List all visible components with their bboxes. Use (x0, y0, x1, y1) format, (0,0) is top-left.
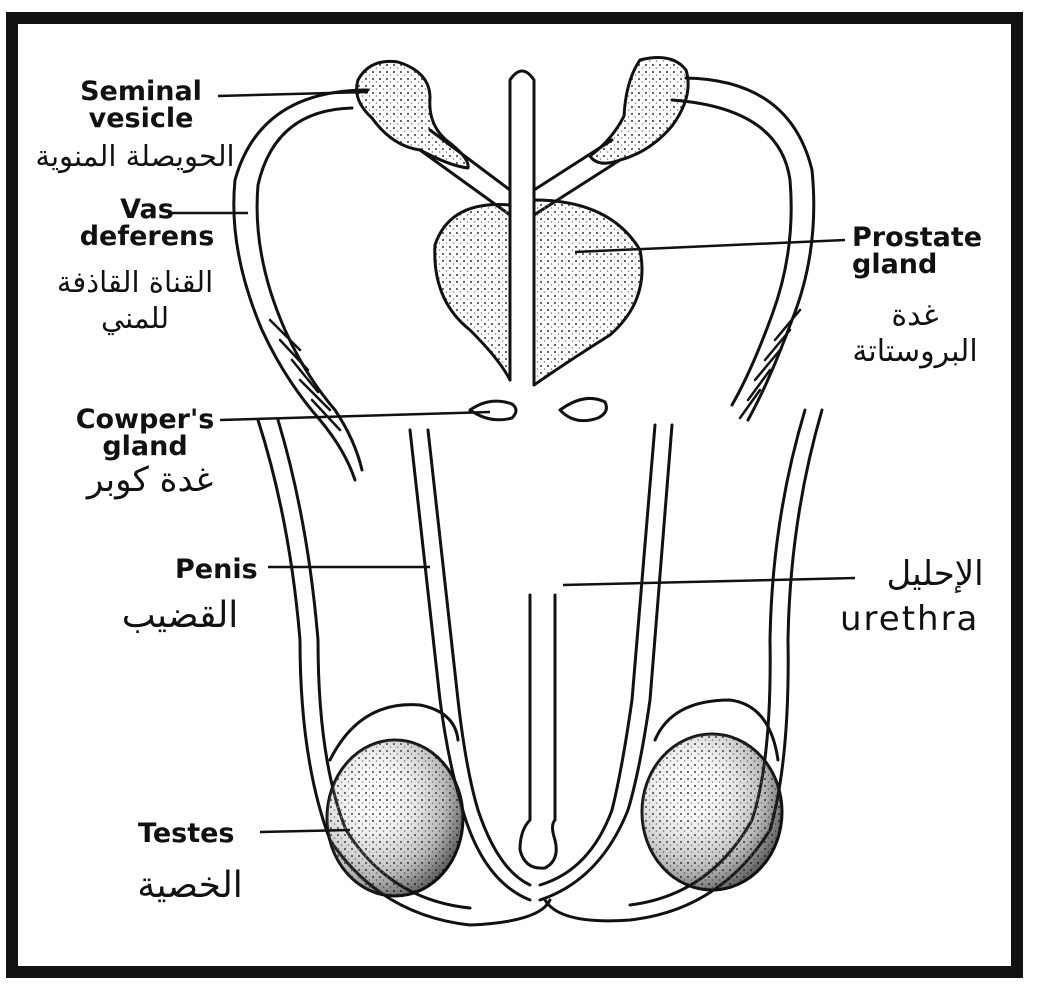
label-testes: Testes (138, 820, 258, 847)
cowpers-gland-left (470, 401, 516, 420)
seminal-vesicle-right (590, 58, 688, 164)
label-cowpers-gland: Cowper's gland (60, 406, 230, 460)
label-urethra-ar: الإحليل (855, 556, 1015, 592)
central-tube (510, 71, 534, 380)
prostate-left (435, 205, 510, 381)
label-testes-ar: الخصية (110, 868, 270, 904)
label-penis-ar: القضيب (90, 598, 270, 634)
leader-seminal-vesicle (218, 92, 368, 96)
prostate-right (534, 200, 642, 385)
cowpers-gland-right (560, 398, 606, 420)
label-seminal-vesicle: Seminal vesicle (66, 78, 216, 132)
label-vas-deferens-ar: القناة القاذفة للمني (25, 264, 245, 336)
label-penis: Penis (175, 556, 275, 583)
label-vas-deferens: Vas deferens (62, 196, 232, 250)
vas-deferens-left (234, 90, 368, 480)
leader-cowpers-gland (220, 412, 490, 420)
urethra-channel (520, 595, 556, 868)
label-cowpers-gland-ar: غدة كوبر (40, 462, 260, 498)
label-prostate-gland: Prostate gland (852, 224, 1012, 278)
seminal-vesicle-left (357, 61, 469, 168)
label-urethra: urethra (840, 606, 1030, 633)
leader-urethra (563, 578, 855, 585)
label-prostate-gland-ar: غدة البروستاتة (820, 298, 1010, 370)
label-seminal-vesicle-ar: الحويصلة المنوية (25, 138, 245, 174)
